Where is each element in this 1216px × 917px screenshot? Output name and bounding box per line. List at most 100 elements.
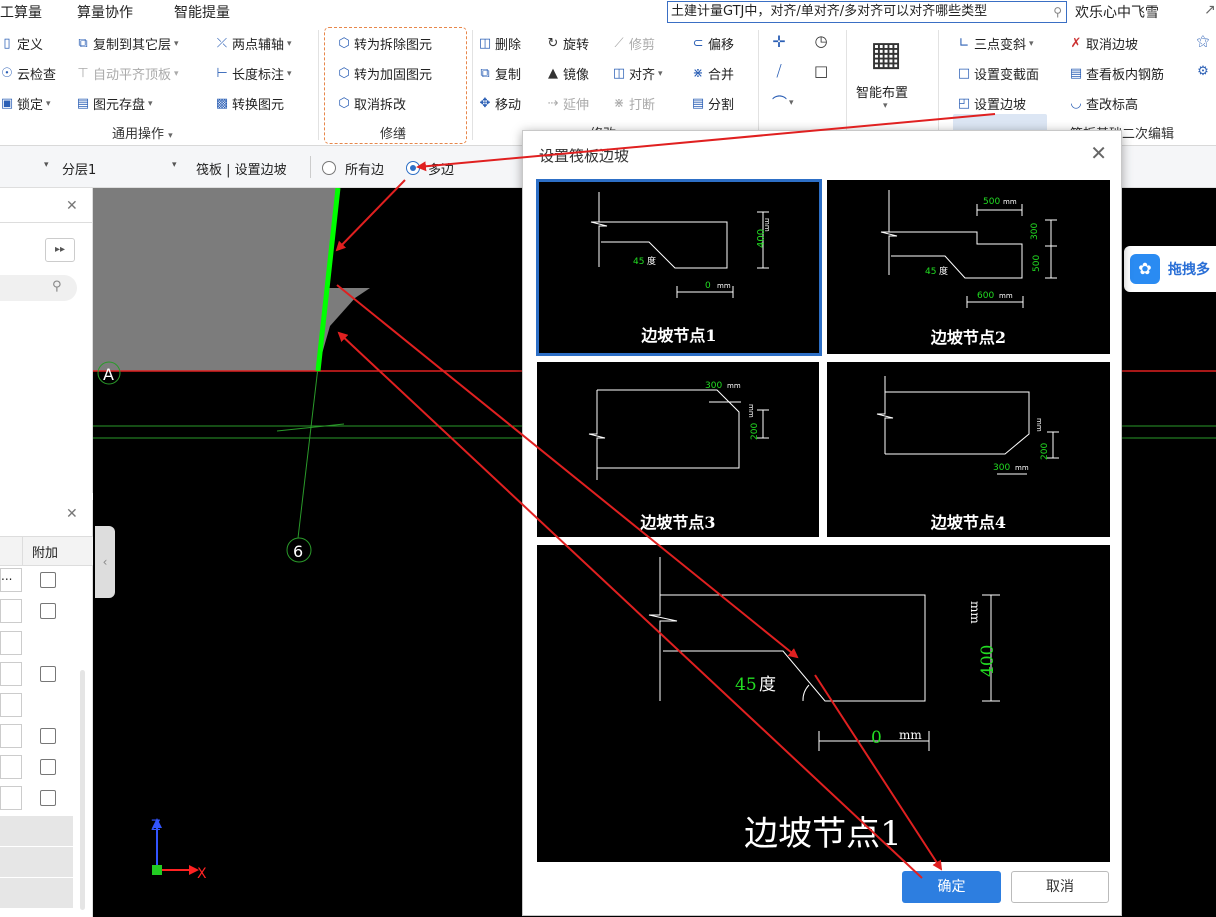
menu-item-smart-extract[interactable]: 智能提量 — [174, 5, 230, 21]
auto-align-top-button[interactable]: ⊤自动平齐顶板▾ — [77, 66, 179, 83]
offset-button[interactable]: ⊂偏移 — [692, 36, 735, 53]
lock-button[interactable]: ▣锁定▾ — [0, 96, 51, 113]
copy-to-layer-button[interactable]: ⧉复制到其它层▾ — [76, 34, 178, 53]
length-dim-button[interactable]: ⊢长度标注▾ — [216, 66, 292, 83]
extend-button[interactable]: ⇢延伸 — [547, 96, 590, 113]
property-cell[interactable] — [0, 599, 22, 623]
close-icon[interactable]: ✕ — [66, 506, 78, 522]
user-name[interactable]: 欢乐心中飞雪 — [1075, 5, 1159, 21]
convert-reinforce-button[interactable]: ⬡转为加固图元 — [338, 66, 433, 83]
chevron-down-icon[interactable]: ▾ — [44, 160, 49, 170]
raft-slab[interactable] — [93, 188, 370, 371]
layer-select[interactable]: 分层1 — [62, 163, 97, 178]
cloud-check-button[interactable]: ☉云检查 — [1, 66, 57, 83]
slope-node-3-thumb[interactable]: 300 mm 200 mm 边坡节点3 — [537, 362, 819, 537]
mirror-button[interactable]: ▲镜像 — [548, 66, 590, 83]
scrollbar[interactable] — [80, 670, 85, 910]
point-draw-button[interactable]: ✛ — [772, 32, 786, 51]
two-point-axis-button[interactable]: ⤫两点辅轴▾ — [216, 36, 292, 53]
move-button[interactable]: ✥移动 — [479, 96, 522, 113]
group-label-common[interactable]: 通用操作 ▾ — [112, 127, 173, 142]
slope-node-2-thumb[interactable]: 500 mm 300 500 45 度 600 mm 边坡节点2 — [827, 180, 1110, 354]
grid-layout-icon[interactable]: ▦ — [869, 34, 903, 74]
property-group-row[interactable] — [0, 847, 73, 877]
define-button[interactable]: ▯定义 — [0, 34, 43, 53]
view-rebar-button[interactable]: ▤查看板内钢筋 — [1069, 66, 1165, 83]
search-icon[interactable]: ⚲ — [52, 279, 62, 294]
set-slope-button[interactable]: ◰设置边坡 — [957, 96, 1027, 113]
break-button[interactable]: ⋇打断 — [613, 96, 656, 113]
property-cell[interactable] — [0, 724, 22, 748]
add-checkbox[interactable] — [40, 666, 56, 682]
cube-plus-icon: ⬡ — [338, 66, 350, 81]
cancel-demolish-button[interactable]: ⬡取消拆改 — [338, 96, 407, 113]
ribbon-divider — [846, 30, 847, 140]
add-checkbox[interactable] — [40, 728, 56, 744]
axis-icon: ⤫ — [216, 36, 228, 51]
radio-multi-edges[interactable] — [406, 161, 420, 175]
menu-item-engineering[interactable]: 工算量 — [0, 5, 42, 21]
radio-all-edges[interactable] — [322, 161, 336, 175]
convert-demolish-button[interactable]: ⬡转为拆除图元 — [338, 36, 433, 53]
property-group-row[interactable] — [0, 878, 73, 908]
add-checkbox[interactable] — [40, 790, 56, 806]
add-checkbox[interactable] — [40, 572, 56, 588]
panel-search-input[interactable] — [0, 275, 77, 301]
collapse-panel-handle[interactable]: ‹ — [95, 526, 115, 598]
trash-icon: ◫ — [478, 36, 492, 51]
share-icon[interactable]: ↗ — [1204, 2, 1216, 18]
extra-tool-button[interactable]: ⚝ — [1196, 34, 1210, 49]
search-icon[interactable]: ⚲ — [1053, 5, 1062, 19]
property-cell[interactable] — [0, 662, 22, 686]
split-button[interactable]: ▤分割 — [691, 96, 735, 113]
cancel-slope-button[interactable]: ✗取消边坡 — [1070, 36, 1139, 53]
line-draw-button[interactable]: ⧸ — [772, 62, 786, 80]
ribbon-divider — [758, 30, 759, 140]
edit-elevation-button[interactable]: ◡查改标高 — [1070, 96, 1139, 113]
split-icon: ▤ — [691, 96, 705, 111]
define-icon: ▯ — [3, 36, 11, 51]
expand-button[interactable]: ▸▸ — [45, 238, 75, 262]
cancel-slope-icon: ✗ — [1070, 36, 1082, 51]
add-checkbox[interactable] — [40, 759, 56, 775]
rotate-button[interactable]: ↻旋转 — [547, 36, 590, 53]
selected-slab-edge[interactable] — [315, 188, 341, 372]
property-cell[interactable] — [0, 786, 22, 810]
rotate-point-button[interactable]: ◷ — [814, 32, 828, 50]
save-element-button[interactable]: ▤图元存盘▾ — [76, 96, 153, 113]
cancel-button[interactable]: 取消 — [1011, 871, 1109, 903]
copy-button[interactable]: ⧉复制 — [478, 64, 521, 83]
convert-element-button[interactable]: ▩转换图元 — [215, 96, 285, 113]
property-cell[interactable] — [0, 755, 22, 779]
three-point-slope-button[interactable]: ∟三点变斜▾ — [958, 36, 1034, 53]
slope-node-1-thumb[interactable]: 400 mm 45 度 0 mm 边坡节点1 — [536, 179, 822, 356]
arc-draw-button[interactable]: ⌒▾ — [772, 94, 794, 112]
delete-button[interactable]: ◫删除 — [478, 36, 522, 53]
drag-widget-label: 拖拽多 — [1168, 262, 1210, 278]
variable-section-button[interactable]: □设置变截面 — [957, 66, 1040, 83]
menu-item-collab[interactable]: 算量协作 — [77, 5, 133, 21]
add-checkbox[interactable] — [40, 603, 56, 619]
canvas-drawing: A 6 Z X — [93, 188, 1216, 882]
property-cell[interactable] — [0, 631, 22, 655]
property-group-row[interactable] — [0, 816, 73, 846]
close-icon[interactable]: ✕ — [66, 198, 78, 214]
chevron-down-icon[interactable]: ▾ — [172, 160, 177, 170]
close-icon[interactable]: ✕ — [1090, 141, 1107, 165]
divider — [0, 222, 93, 223]
slope-node-4-thumb[interactable]: 300 mm 200 mm 边坡节点4 — [827, 362, 1110, 537]
property-cell[interactable] — [0, 693, 22, 717]
property-cell[interactable]: ... — [0, 568, 22, 592]
rect-draw-button[interactable]: □ — [814, 62, 828, 80]
help-search-input[interactable]: 土建计量GTJ中，对齐/单对齐/多对齐可以对齐哪些类型 ⚲ — [667, 1, 1067, 23]
ok-button[interactable]: 确定 — [902, 871, 1001, 903]
smart-layout-button[interactable]: 智能布置 — [856, 86, 909, 101]
chevron-down-icon[interactable]: ▾ — [883, 101, 888, 111]
rectangle-icon: □ — [814, 62, 829, 80]
extra-tool-button-2[interactable]: ⚙ — [1196, 64, 1210, 79]
merge-button[interactable]: ⋇合并 — [692, 66, 735, 83]
drag-widget[interactable]: ✿ 拖拽多 — [1124, 246, 1216, 292]
align-button[interactable]: ◫对齐▾ — [612, 66, 663, 83]
trim-button[interactable]: ⟋修剪 — [612, 34, 655, 53]
divider — [22, 536, 23, 566]
